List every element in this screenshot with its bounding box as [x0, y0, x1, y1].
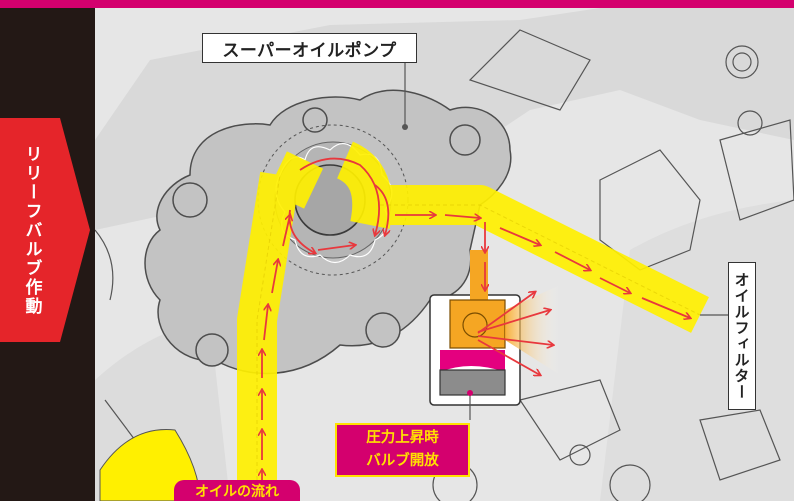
flow-arrow — [444, 215, 480, 218]
flow-arrow — [499, 227, 540, 245]
oil-flow-label: オイルの流れ — [174, 480, 300, 501]
flow-arrow — [299, 157, 379, 235]
flow-arrow — [477, 339, 540, 375]
flow-arrow — [374, 184, 388, 235]
oil-filter-label: オイルフィルター — [728, 262, 756, 410]
flow-arrows — [262, 157, 690, 495]
flow-arrow — [477, 335, 553, 345]
pump-label: スーパーオイルポンプ — [202, 33, 417, 63]
flow-arrow — [263, 305, 268, 341]
side-arrow — [0, 118, 90, 342]
relief-valve-active-label: リリーフバルブ作動 — [21, 144, 42, 316]
relief-valve-label-line2: バルブ開放 — [366, 453, 439, 469]
flow-arrow — [288, 209, 315, 253]
leader-lines — [402, 48, 728, 420]
relief-valve-label: 圧力上昇時 バルブ開放 — [335, 423, 470, 477]
top-bar — [0, 0, 794, 8]
flow-arrow — [641, 297, 690, 318]
flow-arrow — [271, 260, 278, 294]
relief-valve-label-line1: 圧力上昇時 — [366, 430, 439, 446]
flow-arrow — [317, 245, 355, 251]
flow-arrow — [554, 251, 590, 270]
flow-arrow — [477, 310, 550, 333]
flow-arrow — [477, 292, 535, 334]
flow-arrow — [599, 277, 630, 293]
